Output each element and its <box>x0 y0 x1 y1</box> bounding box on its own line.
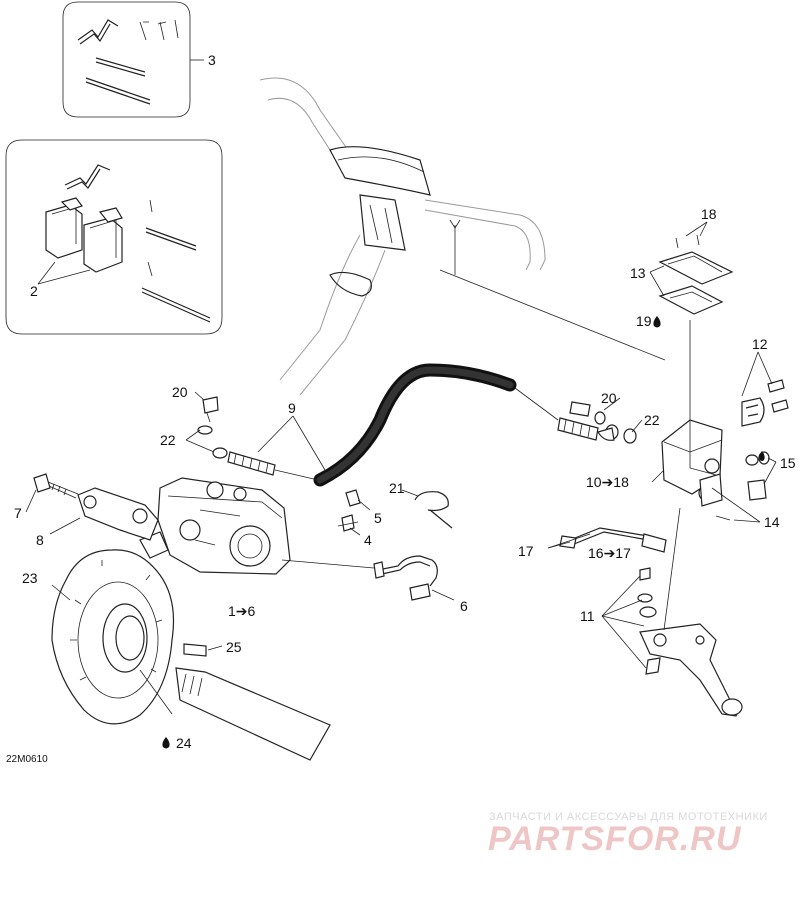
callout-22-left: 22 <box>160 432 176 448</box>
callout-3: 3 <box>208 52 216 68</box>
axle-shaft-part <box>139 667 331 761</box>
guide-pins-part <box>85 57 151 105</box>
callout-15: 15 <box>780 455 796 471</box>
brake-caliper-part <box>139 477 291 575</box>
callout-12: 12 <box>752 336 768 352</box>
cotter-pins-part <box>139 19 179 41</box>
banjo-bolt-right-part <box>569 397 643 444</box>
brake-light-switch-part <box>547 527 667 553</box>
brake-pad-left-part <box>45 197 83 259</box>
callout-21: 21 <box>389 480 405 496</box>
callout-4: 4 <box>364 532 372 548</box>
reservoir-cover-part <box>649 221 734 285</box>
callout-24: 24 <box>176 735 192 751</box>
callout-25: 25 <box>226 639 242 655</box>
watermark: ЗАПЧАСТИ И АКСЕССУАРЫ ДЛЯ МОТОТЕХНИКИ PA… <box>488 811 768 858</box>
pad-spring-part <box>64 164 111 190</box>
callout-2: 2 <box>30 283 38 299</box>
reservoir-diaphragm-part <box>649 271 724 430</box>
watermark-logo: PARTSFOR.RU <box>488 820 742 858</box>
callout-14: 14 <box>764 514 780 530</box>
brake-disc-part <box>51 549 175 725</box>
clamp-part <box>741 351 789 427</box>
key-part <box>183 643 223 657</box>
master-cylinder-body-part <box>651 419 723 507</box>
callout-9: 9 <box>288 400 296 416</box>
retaining-clip-part <box>401 489 453 529</box>
callout-7: 7 <box>14 505 22 521</box>
callout-8: 8 <box>36 532 44 548</box>
callout-22-right: 22 <box>644 412 660 428</box>
callout-labels: 3 2 18 13 19 12 20 9 20 22 22 15 10➔18 2… <box>14 52 796 751</box>
cap-and-orings-part <box>745 451 777 501</box>
banjo-bolt-left-part <box>185 391 228 459</box>
brake-lever-part <box>601 507 743 717</box>
spring-clip-part <box>77 19 119 45</box>
callout-5: 5 <box>374 510 382 526</box>
callout-1-6: 1➔6 <box>228 603 256 619</box>
brake-pad-right-part <box>83 207 123 273</box>
callout-23: 23 <box>22 570 38 586</box>
switch-screws-part <box>711 487 761 523</box>
callout-16-17: 16➔17 <box>588 545 631 561</box>
brake-hose-part <box>227 363 599 487</box>
inset-box-pins <box>62 1 204 118</box>
callout-18: 18 <box>701 206 717 222</box>
drawing-code: 22M0610 <box>6 754 48 765</box>
watermark-subtitle: ЗАПЧАСТИ И АКСЕССУАРЫ ДЛЯ МОТОТЕХНИКИ <box>489 811 768 823</box>
inset-box-pads <box>5 139 223 335</box>
bleed-screw-part <box>337 514 361 536</box>
callout-20-right: 20 <box>601 390 617 406</box>
callout-17: 17 <box>518 543 534 559</box>
callout-10-18: 10➔18 <box>586 474 629 490</box>
caliper-bolt-part <box>25 473 79 513</box>
caliper-hose-fitting-part <box>281 555 455 601</box>
oil-drop-icon <box>162 316 765 749</box>
callout-6: 6 <box>460 598 468 614</box>
callout-19: 19 <box>636 313 652 329</box>
caliper-bracket-part <box>49 487 159 541</box>
callout-13: 13 <box>630 265 646 281</box>
handlebar-steering-ghost <box>259 77 666 396</box>
callout-20-left: 20 <box>172 384 188 400</box>
callout-11: 11 <box>580 608 595 624</box>
bleed-cap-part <box>345 489 371 511</box>
